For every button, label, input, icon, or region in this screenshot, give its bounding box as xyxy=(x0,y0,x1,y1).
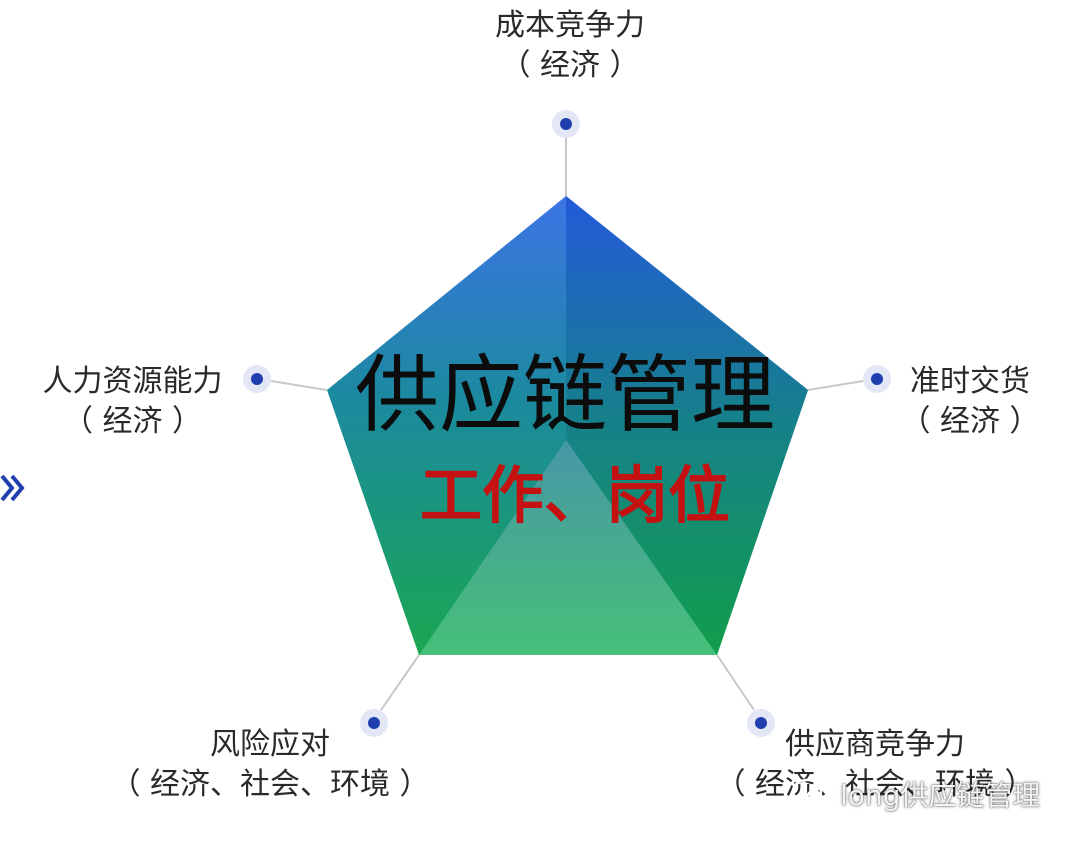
pentagon-inner-facet xyxy=(419,440,717,655)
node-title: 风险应对 xyxy=(210,727,330,762)
connector-bottom-left xyxy=(380,654,420,711)
node-subtitle: （ 经济、社会、环境 ） xyxy=(110,767,430,802)
node-subtitle: （ 经济 ） xyxy=(900,404,1040,439)
node-label-risk-response: 风险应对 （ 经济、社会、环境 ） xyxy=(75,725,465,805)
connector-left xyxy=(270,380,328,391)
node-title: 人力资源能力 xyxy=(42,364,223,399)
connector-bottom-right xyxy=(716,654,755,711)
node-subtitle: （ 经济 ） xyxy=(62,404,203,439)
watermark: long供应链管理 xyxy=(790,772,1040,816)
node-dot-bottom-right xyxy=(747,709,775,737)
connector-right xyxy=(807,380,864,391)
node-title: 成本竞争力 xyxy=(495,8,645,43)
center-subtitle: 工作、岗位 xyxy=(419,459,730,532)
wechat-icon xyxy=(791,778,833,809)
node-dot-right xyxy=(863,365,891,393)
node-title: 供应商竞争力 xyxy=(785,727,965,762)
node-label-cost-competitiveness: 成本竞争力 （ 经济 ） xyxy=(440,6,700,86)
double-chevron-right-icon xyxy=(0,474,25,502)
node-subtitle: （ 经济、社会、环境 ） xyxy=(715,767,1035,802)
node-dot-left xyxy=(243,365,271,393)
pentagon-right-facet xyxy=(566,196,808,655)
node-dot-top xyxy=(552,110,580,138)
node-label-on-time-delivery: 准时交货 （ 经济 ） xyxy=(880,362,1060,442)
node-label-hr-capability: 人力资源能力 （ 经济 ） xyxy=(0,362,265,442)
node-dot-bottom-left xyxy=(360,709,388,737)
center-title: 供应链管理 xyxy=(354,346,775,444)
node-label-supplier-competitiveness: 供应商竞争力 （ 经济、社会、环境 ） xyxy=(680,725,1070,805)
node-title: 准时交货 xyxy=(910,364,1030,399)
connector-lines xyxy=(270,138,864,711)
watermark-text: long供应链管理 xyxy=(840,779,1041,812)
node-subtitle: （ 经济 ） xyxy=(500,48,640,83)
